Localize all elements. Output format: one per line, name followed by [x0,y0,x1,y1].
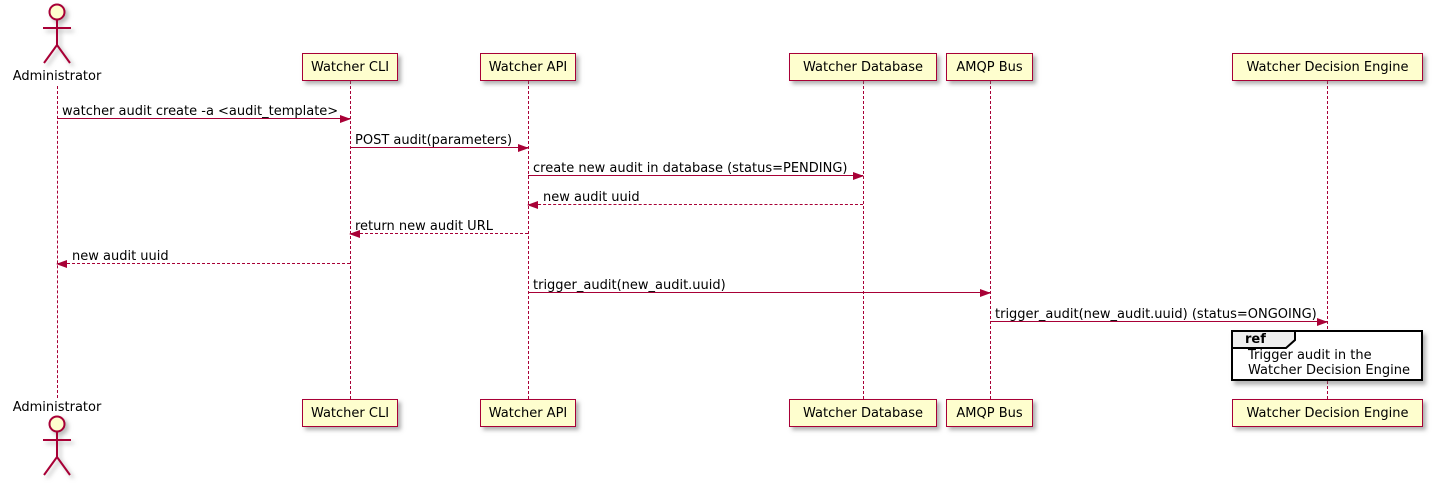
participant-amqp-bus-bottom: AMQP Bus [946,399,1033,427]
message-line [350,233,528,234]
message-label: return new audit URL [355,219,493,234]
participant-watcher-cli-bottom: Watcher CLI [302,399,398,427]
participant-watcher-api-top: Watcher API [480,53,576,81]
actor-administrator-bottom-label: Administrator [12,400,102,415]
ref-line-2: Watcher Decision Engine [1248,363,1410,378]
arrowhead-right-icon [340,114,351,123]
lifeline-administrator [57,86,58,398]
lifeline-watcher-decision-engine [1327,81,1328,399]
message-line [528,175,863,176]
participant-watcher-decision-engine-bottom: Watcher Decision Engine [1232,399,1423,427]
message-line [990,321,1327,322]
participant-label: Watcher Decision Engine [1246,405,1409,421]
participant-watcher-cli-top: Watcher CLI [302,53,398,81]
arrowhead-left-icon [349,229,360,238]
message-line [528,292,990,293]
participant-label: Watcher Database [803,59,923,75]
message-line [528,204,863,205]
actor-administrator-top-label: Administrator [12,69,102,84]
participant-watcher-decision-engine-top: Watcher Decision Engine [1232,53,1423,81]
lifeline-watcher-database [863,81,864,399]
lifeline-amqp-bus [990,81,991,399]
message-trigger-audit: trigger_audit(new_audit.uuid) [528,275,991,299]
message-label: POST audit(parameters) [355,133,513,148]
ref-line-1: Trigger audit in the [1248,348,1372,363]
arrowhead-right-icon [980,288,991,297]
message-new-audit-uuid-return-cli: new audit uuid [56,246,350,270]
ref-body: Trigger audit in the Watcher Decision En… [1248,348,1410,378]
ref-fragment: ref Trigger audit in the Watcher Decisio… [1231,330,1423,381]
message-label: watcher audit create -a <audit_template> [62,104,339,119]
participant-watcher-api-bottom: Watcher API [480,399,576,427]
message-new-audit-uuid-return-db: new audit uuid [527,187,863,211]
participant-label: Watcher CLI [310,59,390,75]
participant-watcher-database-bottom: Watcher Database [789,399,937,427]
participant-label: Watcher Database [803,405,923,421]
participant-label: AMQP Bus [956,59,1023,75]
arrowhead-left-icon [527,200,538,209]
message-line [57,263,350,264]
message-label: trigger_audit(new_audit.uuid) (status=ON… [995,307,1317,322]
participant-watcher-database-top: Watcher Database [789,53,937,81]
participant-amqp-bus-top: AMQP Bus [946,53,1033,81]
actor-administrator-top-icon [43,3,71,64]
participant-label: Watcher API [488,405,568,421]
message-audit-create: watcher audit create -a <audit_template> [57,101,351,125]
lifeline-watcher-api [528,81,529,399]
message-trigger-audit-ongoing: trigger_audit(new_audit.uuid) (status=ON… [990,304,1328,328]
message-label: trigger_audit(new_audit.uuid) [533,278,726,293]
participant-label: Watcher CLI [310,405,390,421]
participant-label: Watcher Decision Engine [1246,59,1409,75]
message-label: new audit uuid [72,249,169,264]
message-post-audit: POST audit(parameters) [350,130,529,154]
arrowhead-right-icon [518,143,529,152]
message-line [57,118,350,119]
actor-administrator-bottom-icon [43,415,71,476]
message-return-audit-url: return new audit URL [349,216,528,240]
message-line [350,147,528,148]
participant-label: Watcher API [488,59,568,75]
participant-label: AMQP Bus [956,405,1023,421]
arrowhead-left-icon [56,259,67,268]
lifeline-watcher-cli [350,81,351,399]
arrowhead-right-icon [1317,317,1328,326]
message-label: new audit uuid [543,190,640,205]
message-create-audit-db: create new audit in database (status=PEN… [528,158,864,182]
message-label: create new audit in database (status=PEN… [533,161,848,176]
ref-keyword: ref [1245,332,1266,347]
arrowhead-right-icon [853,171,864,180]
ref-tab-icon [1231,330,1296,349]
